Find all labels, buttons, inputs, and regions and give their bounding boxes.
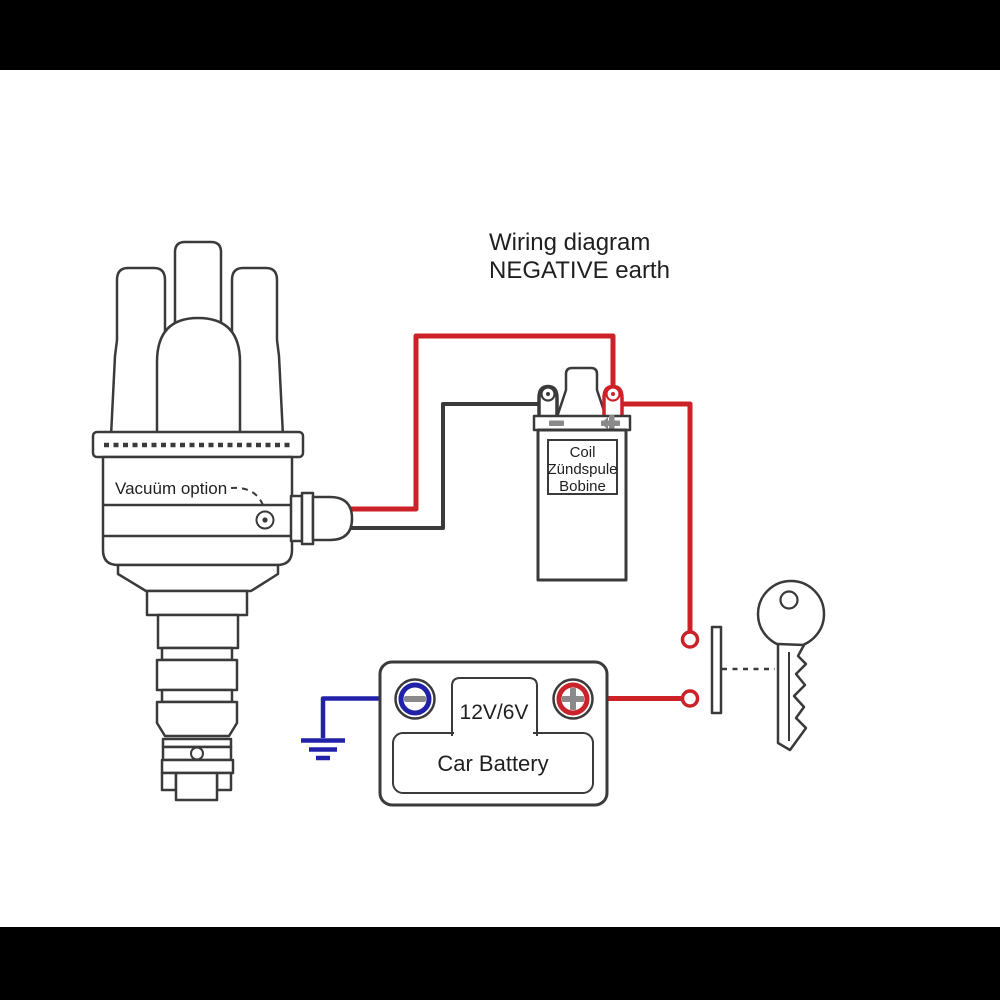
key-blade	[776, 642, 808, 752]
switch-terminal-bottom	[680, 689, 700, 708]
minus-icon	[549, 420, 564, 426]
distributor-dome	[155, 316, 242, 438]
title-line2: NEGATIVE earth	[489, 257, 670, 284]
wires	[320, 333, 693, 738]
battery-name-label: Car Battery	[437, 751, 548, 776]
vacuum-option-label: Vacuüm option	[115, 479, 227, 498]
distributor-center-tower	[173, 240, 223, 336]
vacuum-leader-line	[230, 486, 264, 506]
ignition-coil: Coil Zündspule Bobine	[532, 366, 632, 582]
coil-negative-terminal	[537, 384, 559, 422]
vacuum-port-icon	[255, 510, 275, 530]
battery-positive-terminal-icon	[552, 678, 594, 720]
wire-distributor-to-coil-positive	[345, 333, 616, 512]
wire-distributor-to-coil-negative	[345, 402, 545, 530]
car-battery: 12V/6V Car Battery	[378, 660, 609, 807]
plus-icon	[601, 415, 620, 432]
ground-icon	[301, 738, 345, 761]
key-icon	[756, 579, 826, 752]
distributor-left-tower	[109, 266, 167, 438]
distributor: Vacuüm option	[91, 240, 354, 802]
letterbox-bottom	[0, 927, 1000, 1000]
distributor-shaft	[116, 563, 280, 802]
letterbox-top	[0, 0, 1000, 70]
coil-positive-terminal	[602, 384, 624, 422]
switch-plate	[710, 625, 723, 715]
coil-label-line2: Zündspule	[547, 461, 617, 478]
distributor-right-tower	[230, 266, 285, 438]
battery-voltage-label: 12V/6V	[460, 701, 529, 724]
wire-coil-to-ignition-switch	[616, 401, 693, 631]
drive-dog	[174, 771, 219, 802]
title-line1: Wiring diagram	[489, 229, 650, 256]
wire-battery-to-earth	[320, 696, 397, 738]
ignition-switch	[680, 625, 775, 715]
coil-body	[536, 428, 628, 582]
diagram-title: Wiring diagram NEGATIVE earth	[489, 229, 670, 284]
distributor-wire-connector	[289, 491, 354, 546]
coil-label-line1: Coil	[570, 444, 596, 461]
battery-negative-terminal-icon	[394, 678, 436, 720]
coil-label-line3: Bobine	[559, 478, 606, 495]
switch-terminal-top	[680, 630, 700, 649]
key-hole	[779, 590, 799, 610]
coil-label-box	[547, 439, 618, 495]
battery-voltage-tab	[451, 677, 538, 736]
coil-ht-tower	[554, 366, 609, 422]
